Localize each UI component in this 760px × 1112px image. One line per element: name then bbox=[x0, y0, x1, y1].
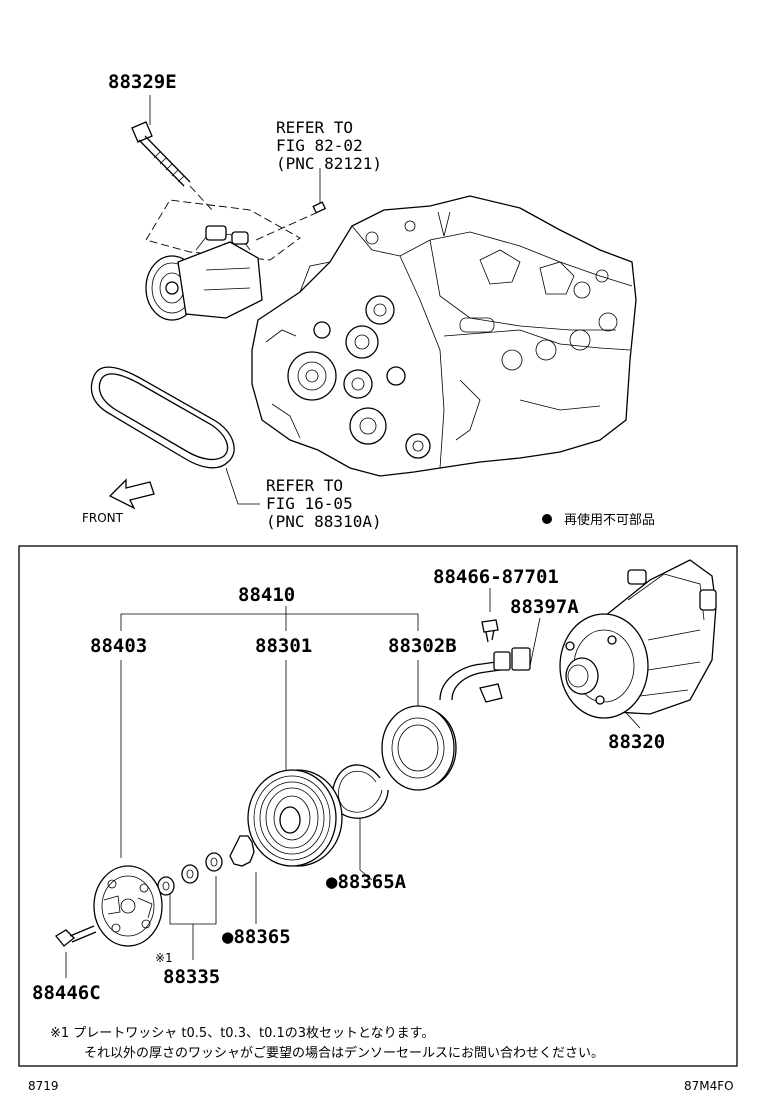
snap-ring-88365-drawing bbox=[229, 835, 255, 867]
legend-text: 再使用不可部品 bbox=[564, 512, 655, 528]
drive-belt-drawing bbox=[90, 366, 235, 469]
label-88329e: 88329E bbox=[108, 71, 177, 93]
refer-pnc-label-2: (PNC 88310A) bbox=[266, 512, 382, 531]
label-88403: 88403 bbox=[90, 635, 147, 657]
harness-88397a-drawing bbox=[439, 647, 531, 703]
refer-fig-label-2: FIG 16-05 bbox=[266, 494, 353, 513]
pulley-88301-drawing bbox=[247, 769, 343, 867]
refer-to-label-2: REFER TO bbox=[266, 476, 343, 495]
compressor-88320-drawing bbox=[559, 559, 717, 719]
screw-88466-drawing bbox=[481, 619, 499, 643]
stator-88302b-drawing bbox=[381, 705, 457, 791]
label-88365a: ●88365A bbox=[326, 871, 407, 893]
washers-88335-drawing bbox=[157, 852, 223, 896]
footer-code-right: 87M4FO bbox=[684, 1079, 734, 1093]
footnote-line-1: ※1 プレートワッシャ t0.5、t0.3、t0.1の3枚セットとなります。 bbox=[50, 1026, 434, 1041]
label-88410: 88410 bbox=[238, 584, 295, 606]
label-88446c: 88446C bbox=[32, 982, 101, 1004]
label-88302b: 88302B bbox=[388, 635, 457, 657]
label-88365: ●88365 bbox=[222, 926, 291, 948]
label-88301: 88301 bbox=[255, 635, 312, 657]
front-arrow-icon bbox=[108, 478, 155, 510]
engine-drawing bbox=[251, 195, 637, 477]
compressor-small-drawing bbox=[145, 199, 301, 321]
label-88466-87701: 88466-87701 bbox=[433, 566, 559, 588]
refer-fig-label-1: FIG 82-02 bbox=[276, 136, 363, 155]
plate-88403-drawing bbox=[93, 865, 163, 947]
bolt-88446c-drawing bbox=[55, 925, 97, 947]
label-88397a: 88397A bbox=[510, 596, 579, 618]
front-label: FRONT bbox=[82, 511, 124, 525]
refer-pnc-label-1: (PNC 82121) bbox=[276, 154, 382, 173]
washer-note-mark: ※1 bbox=[155, 951, 173, 965]
filled-dot-icon bbox=[542, 514, 552, 524]
refer-to-label-1: REFER TO bbox=[276, 118, 353, 137]
detail-frame bbox=[18, 545, 738, 1067]
footer-code-left: 8719 bbox=[28, 1079, 59, 1093]
label-88320: 88320 bbox=[608, 731, 665, 753]
footnote-line-2: それ以外の厚さのワッシャがご要望の場合はデンソーセールスにお問い合わせください。 bbox=[84, 1045, 604, 1061]
label-88335: 88335 bbox=[163, 966, 220, 988]
bolt-88329e-drawing bbox=[131, 121, 191, 187]
